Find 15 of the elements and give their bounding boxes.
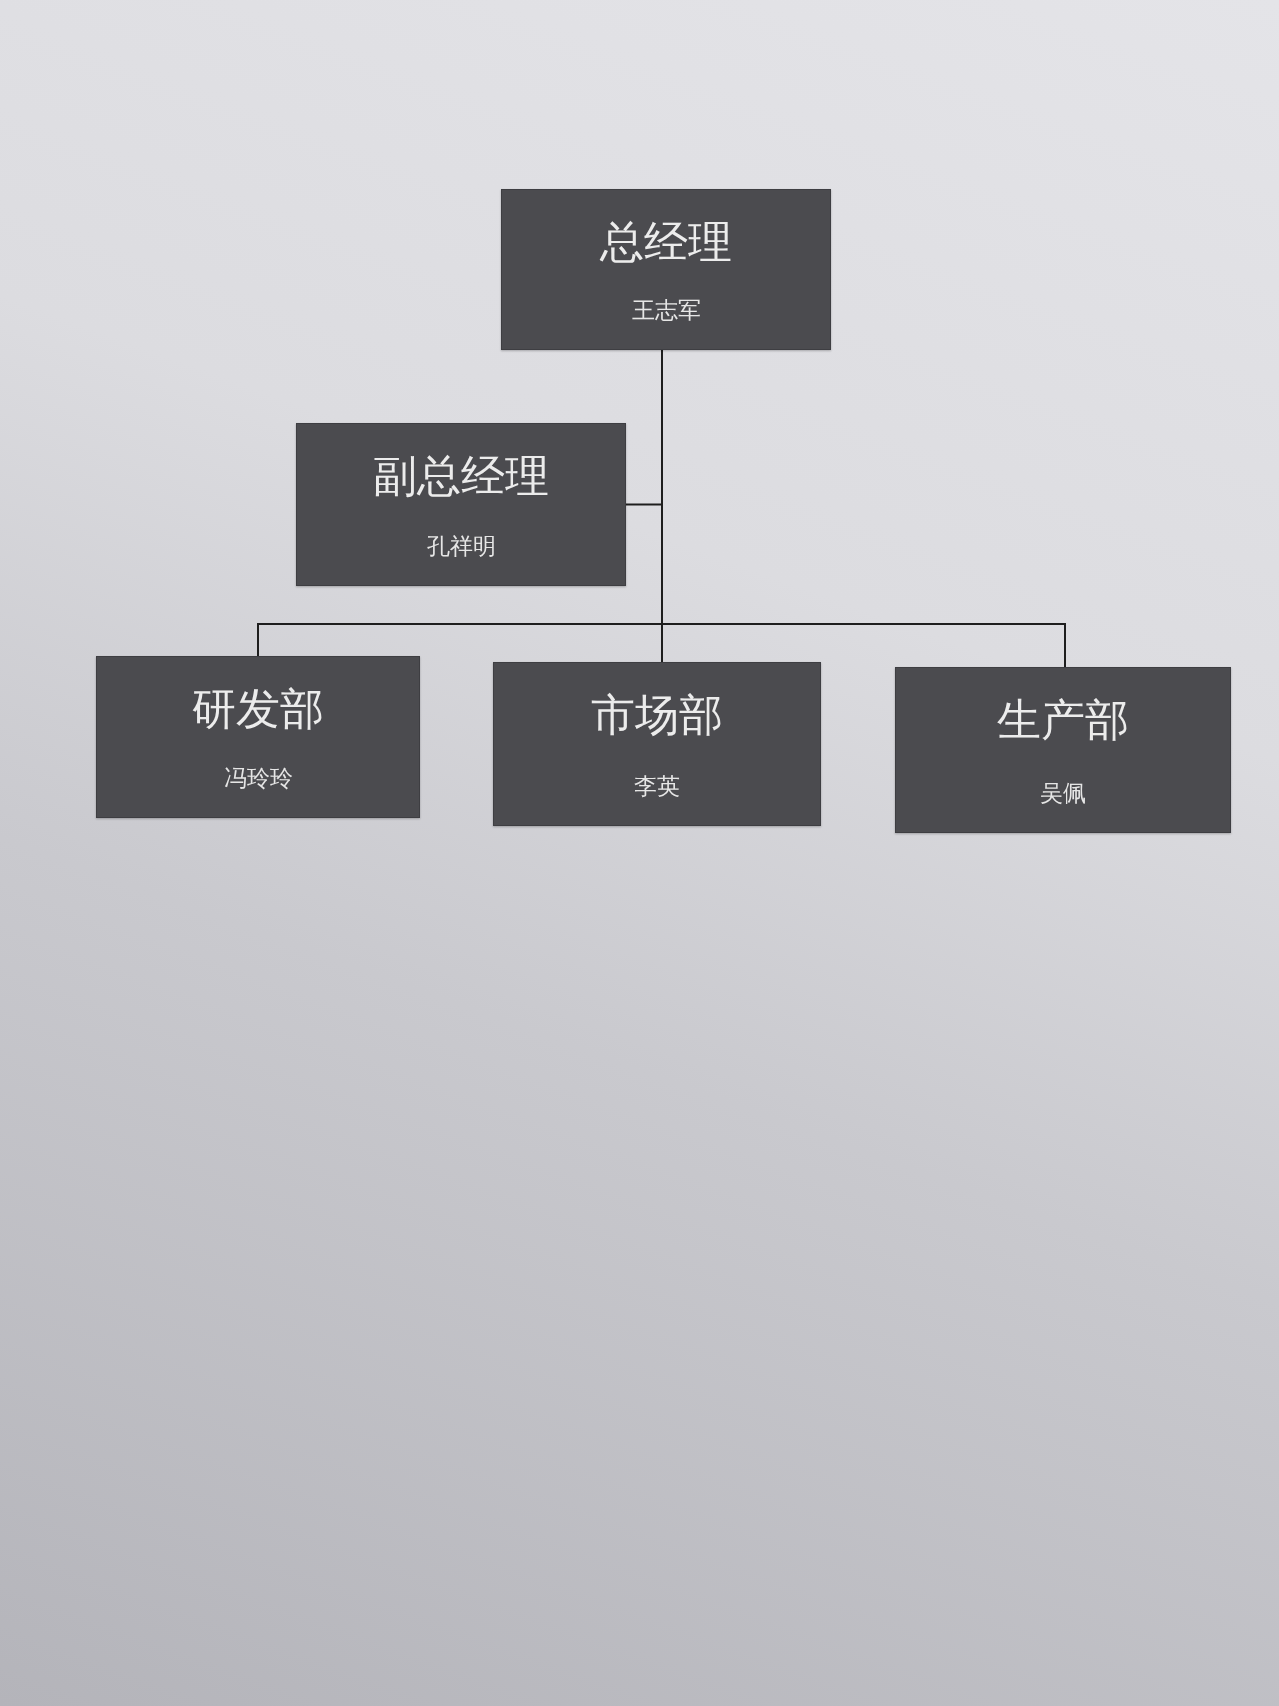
position-title: 市场部 [590,689,724,741]
org-box [96,656,420,818]
position-title: 总经理 [599,216,733,268]
person-name: 孔祥明 [425,532,497,561]
person-name: 李英 [633,772,681,801]
person-name: 吴佩 [1039,779,1087,808]
person-name: 王志军 [630,296,702,325]
person-name: 冯玲玲 [222,764,294,793]
org-box [493,662,821,826]
position-title: 生产部 [996,694,1130,746]
org-box [895,667,1231,833]
position-title: 副总经理 [372,450,550,502]
org-box [296,423,626,586]
position-title: 研发部 [191,683,325,735]
org-box [501,189,831,350]
